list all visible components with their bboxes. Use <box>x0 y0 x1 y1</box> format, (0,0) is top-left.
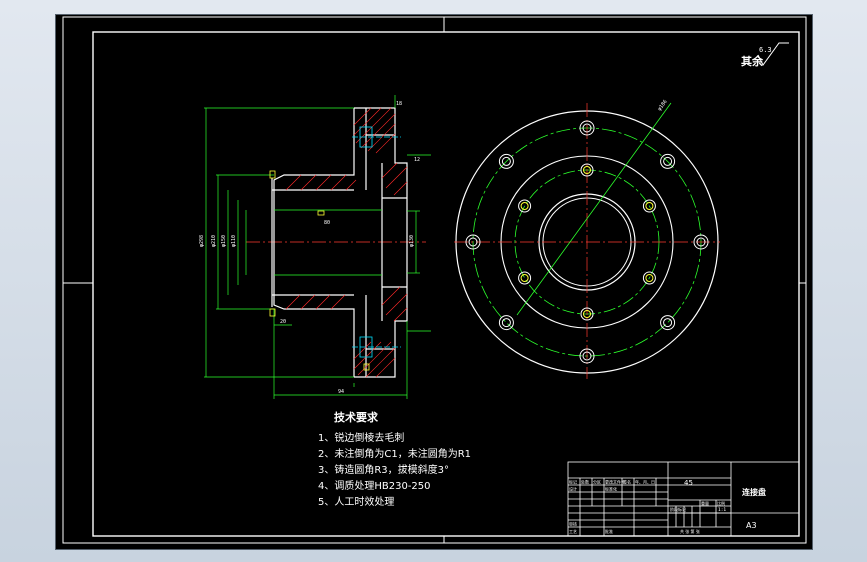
bolt-hole-section <box>352 126 401 358</box>
section-view: φ298 φ210 φ150 φ110 φ130 80 20 94 18 12 <box>199 95 431 399</box>
material-value: 45 <box>684 479 693 487</box>
hdr-sign: 签名 <box>623 479 631 485</box>
outer-bolt-holes <box>465 120 709 364</box>
scale-label: 比例 <box>717 500 725 506</box>
dim-d3: φ150 <box>221 235 227 247</box>
title-block-grid <box>567 461 800 537</box>
roughness-label: 其余 <box>741 54 764 68</box>
dim-len1: 80 <box>324 220 330 226</box>
feature-markers <box>269 170 370 371</box>
hdr-zone: 分区 <box>593 479 601 485</box>
sheet-mark: A3 <box>746 521 757 530</box>
dim-len4: 18 <box>396 101 402 107</box>
outer-border <box>62 16 807 544</box>
stage-label: 阶段标记 <box>670 506 686 512</box>
scale-value: 1:1 <box>718 507 726 513</box>
tech-requirements: 技术要求 1、锐边倒棱去毛刺 2、未注倒角为C1，未注圆角为R1 3、铸造圆角R… <box>318 410 471 508</box>
tech-item-5: 5、人工时效处理 <box>318 495 394 508</box>
row-review: 审核 <box>569 521 577 527</box>
drawing-canvas: 其余 6.3 <box>62 16 807 544</box>
dim-d2: φ210 <box>211 235 217 247</box>
pcd-leader <box>516 102 672 316</box>
front-view: φ186 <box>454 99 720 379</box>
dim-len5: 12 <box>414 157 420 163</box>
tech-item-3: 3、铸造圆角R3，拔模斜度3° <box>318 463 449 476</box>
row-process: 工艺 <box>569 529 577 534</box>
tech-item-1: 1、锐边倒棱去毛刺 <box>318 431 404 444</box>
inner-bolt-holes <box>518 163 656 321</box>
hdr-date: 年、月、日 <box>635 479 655 485</box>
dim-len2: 20 <box>280 319 286 325</box>
tech-item-4: 4、调质处理HB230-250 <box>318 480 431 492</box>
tech-title: 技术要求 <box>334 410 379 424</box>
section-hatching <box>285 107 408 378</box>
hdr-doc: 更改文件号 <box>605 479 625 485</box>
centering-marks <box>63 17 806 543</box>
weight-label: 重量 <box>701 500 709 506</box>
front-centerlines <box>454 103 720 379</box>
roughness-value: 6.3 <box>759 46 772 54</box>
flange-outline <box>271 107 408 378</box>
row-approve: 批准 <box>605 528 613 534</box>
part-name: 连接盘 <box>742 487 766 497</box>
sheet-text: 共 张 第 张 <box>680 528 700 534</box>
row-design: 设计 <box>569 486 577 492</box>
dim-d5: φ130 <box>409 235 415 247</box>
dim-d4: φ110 <box>231 235 237 247</box>
dimension-lines <box>204 95 431 399</box>
inner-border <box>92 31 800 537</box>
pcd-label: φ186 <box>657 99 669 112</box>
hdr-mark: 标记 <box>569 479 577 485</box>
tech-item-2: 2、未注倒角为C1，未注圆角为R1 <box>318 447 471 460</box>
title-block: 45 连接盘 A3 1:1 标记 处数 分区 更改文件号 签名 年、月、日 设计… <box>567 461 800 537</box>
roughness-symbol: 其余 6.3 <box>741 42 789 68</box>
hdr-count: 处数 <box>581 479 589 485</box>
dim-len3: 94 <box>338 389 344 395</box>
row-standard: 标准化 <box>605 486 617 492</box>
cad-viewport[interactable]: 其余 6.3 <box>55 14 813 550</box>
dim-d1: φ298 <box>199 235 205 247</box>
